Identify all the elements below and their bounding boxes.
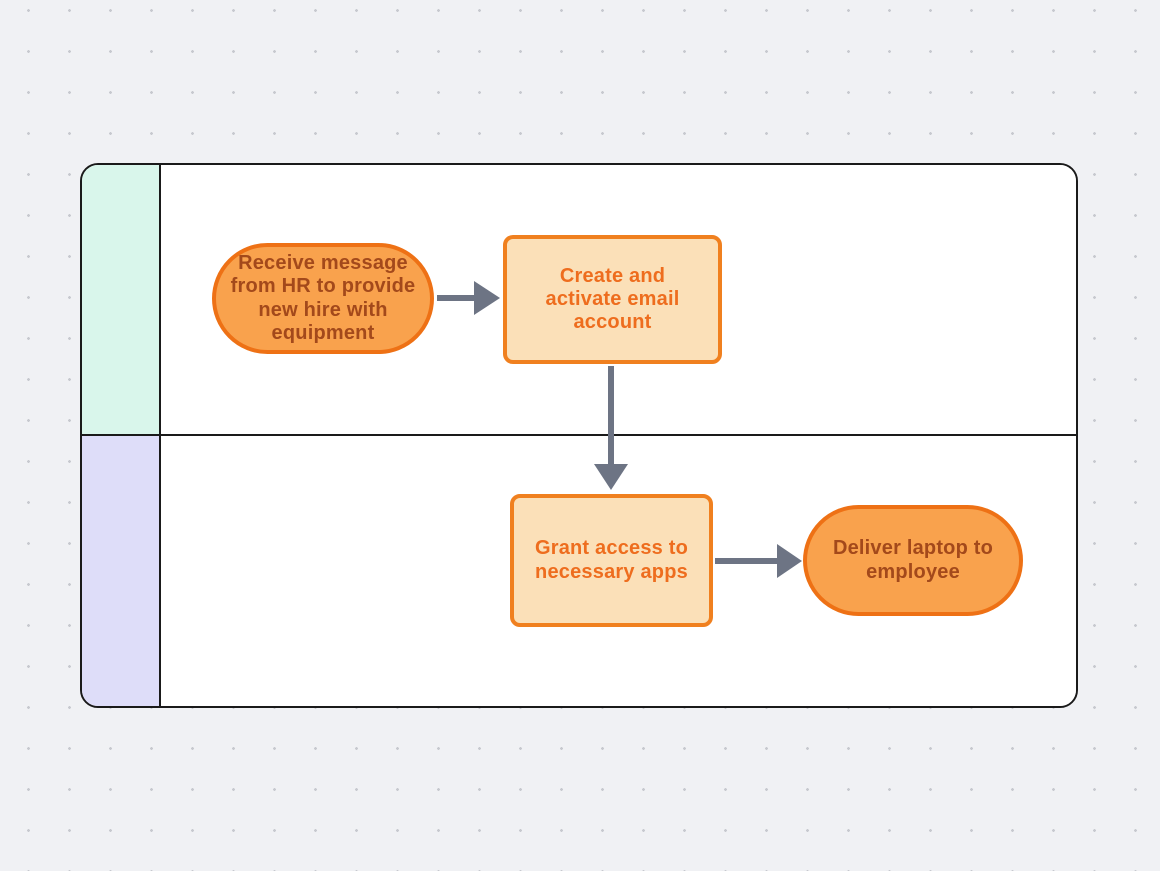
- node-start-terminator[interactable]: Receive message from HR to provide new h…: [212, 243, 434, 354]
- node-grant-access-process[interactable]: Grant access to necessary apps: [510, 494, 713, 627]
- node-create-email-process[interactable]: Create and activate email account: [503, 235, 722, 364]
- lane-1-header[interactable]: [82, 165, 161, 434]
- node-deliver-laptop-terminator[interactable]: Deliver laptop to employee: [803, 505, 1023, 616]
- lane-2-header[interactable]: [82, 436, 161, 706]
